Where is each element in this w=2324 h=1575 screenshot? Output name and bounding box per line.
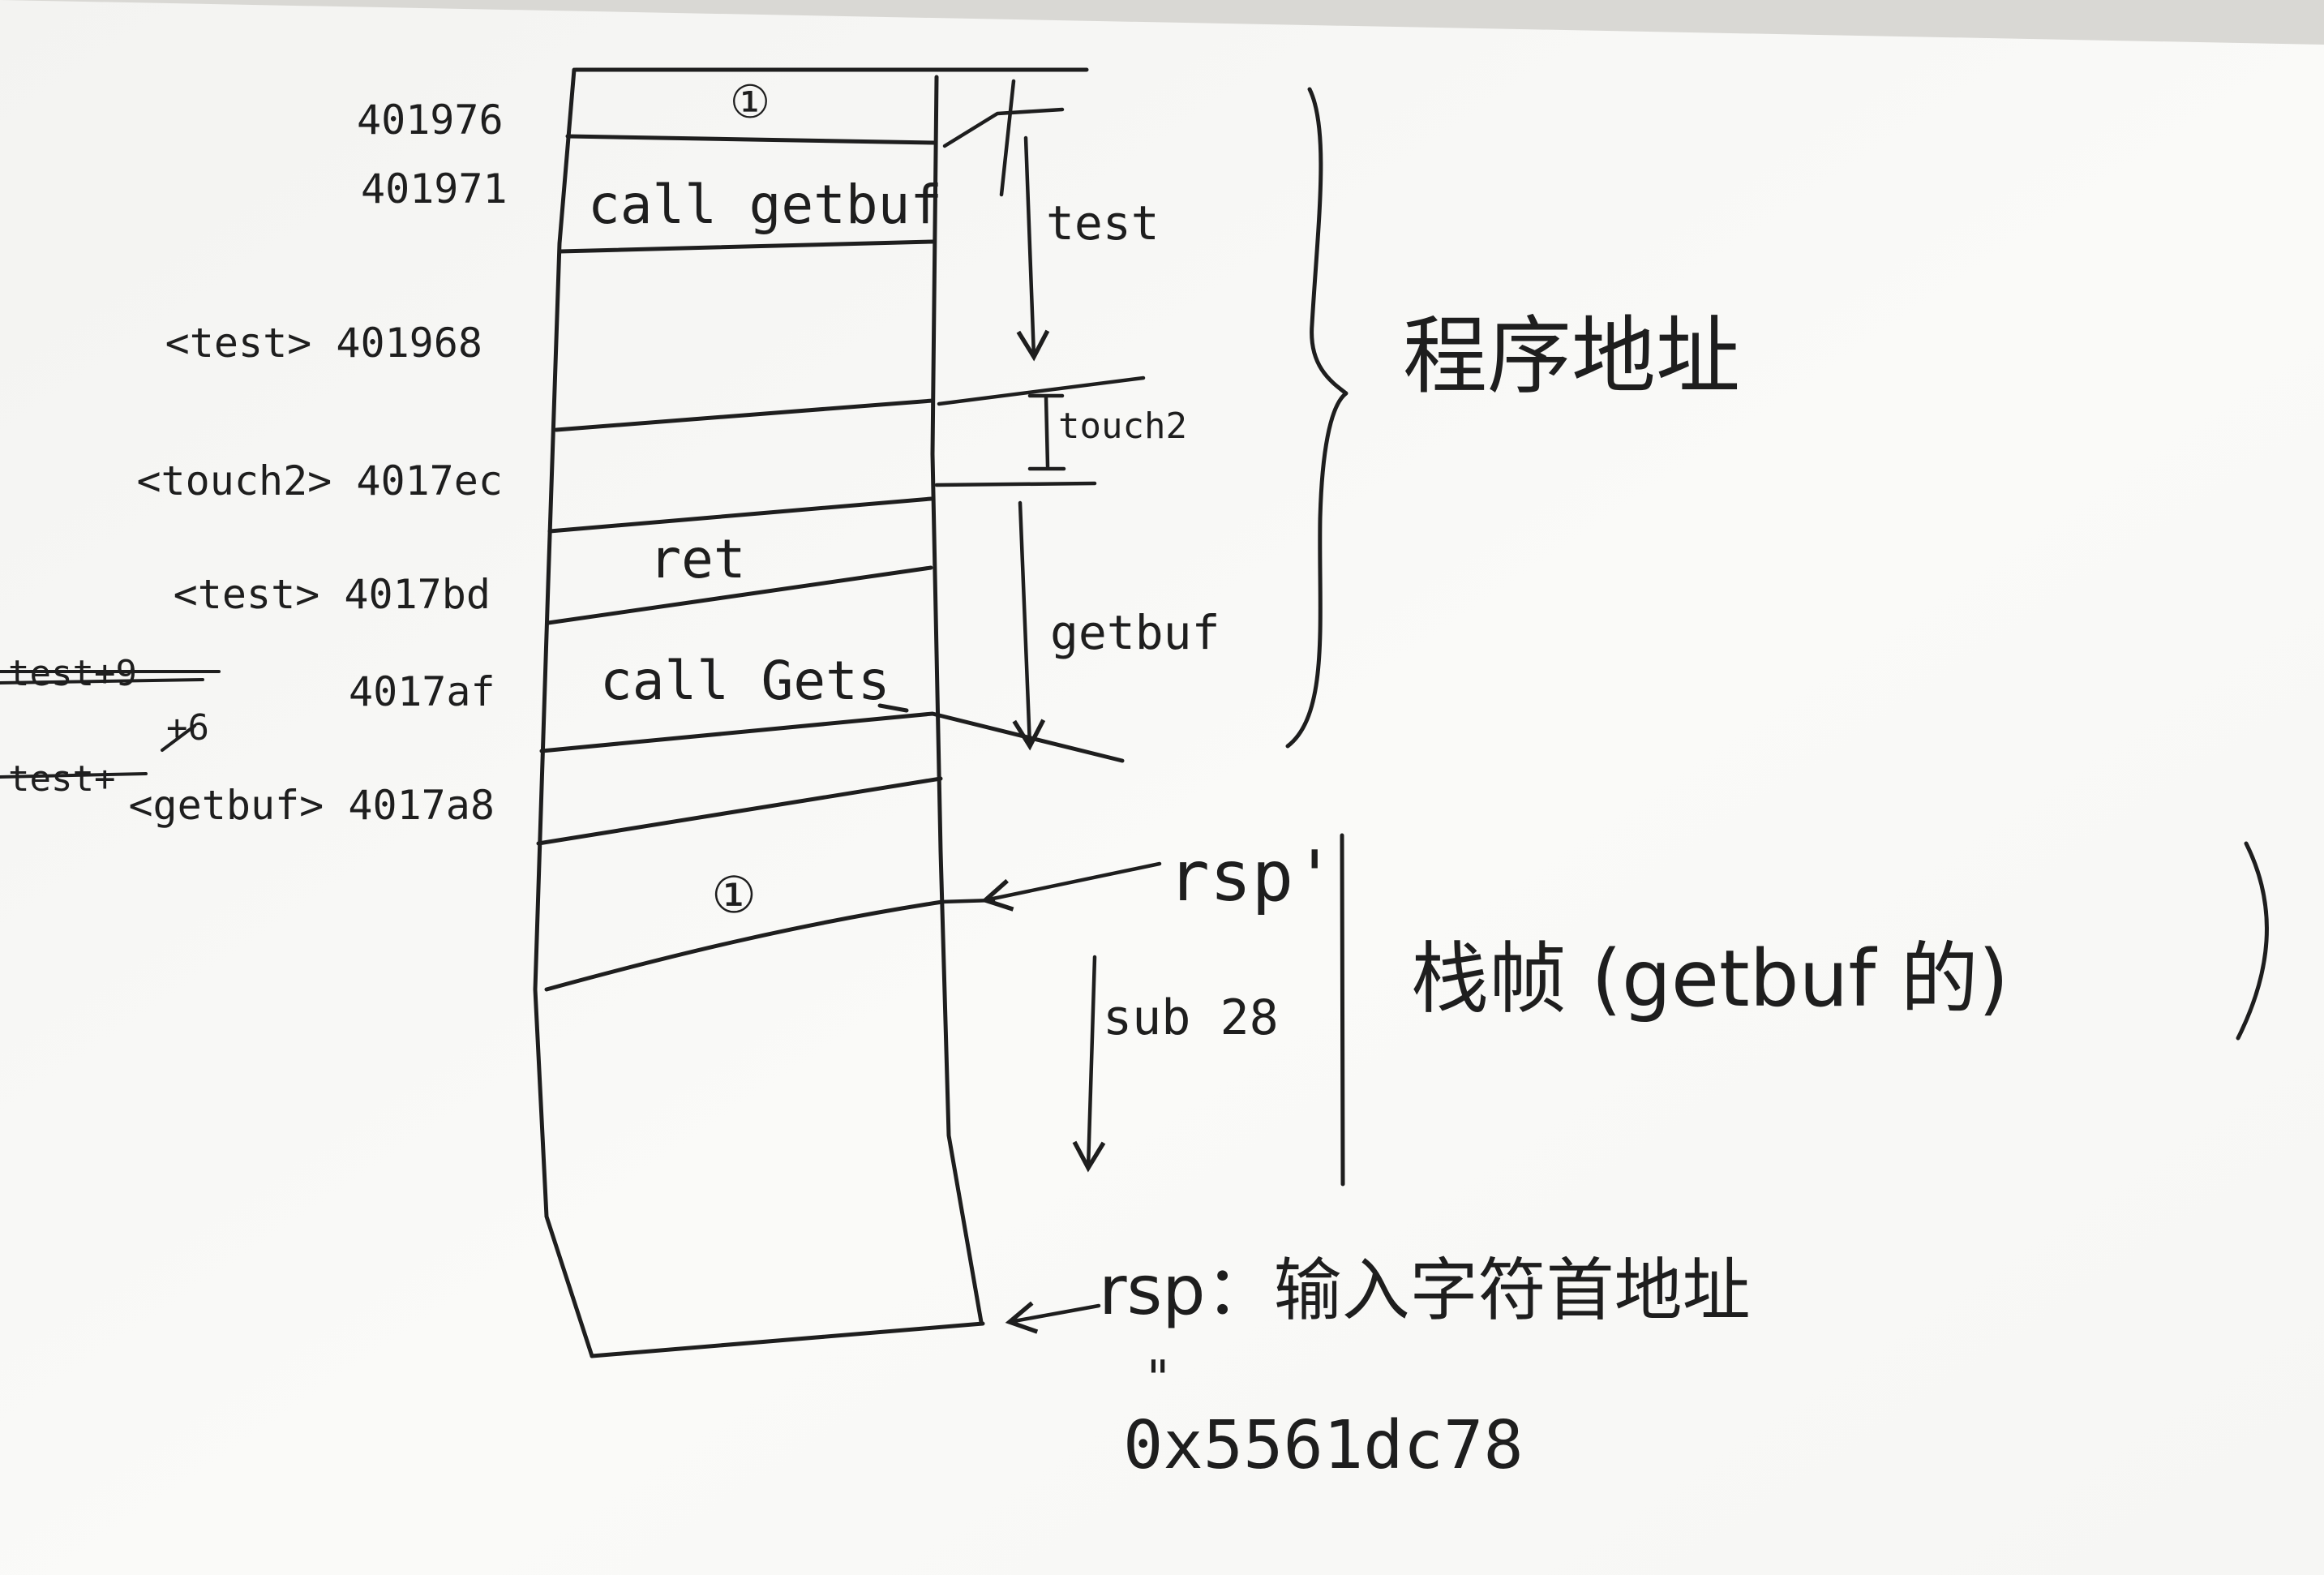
stack-top-mark: ① <box>730 76 770 129</box>
upper-brace <box>1285 87 1349 749</box>
stack-bottom-mark: ① <box>711 865 757 925</box>
touch2-top-line <box>937 376 1146 406</box>
getbuf-span-arrow <box>1012 500 1046 751</box>
address-label-4: <touch2> 4017ec <box>136 457 503 504</box>
top-tick-line <box>942 107 1065 148</box>
ditto-mark: " <box>1143 1350 1173 1407</box>
stack-slot-call-getbuf: call getbuf <box>588 174 942 236</box>
frame-label-touch2: touch2 <box>1058 406 1187 447</box>
rsp1-arrow <box>980 861 1162 912</box>
stack-line-6 <box>539 711 1125 763</box>
struck-note-1: test+9 <box>8 653 137 694</box>
frame-label-test: test <box>1046 195 1160 251</box>
stack-right-wall <box>930 75 984 1324</box>
touch2-span-ends <box>1027 393 1066 471</box>
stack-bottom-line <box>590 1321 985 1358</box>
lower-brace-bar <box>1340 833 1345 1187</box>
rsp-input-address-label: rsp：输入字符首地址 <box>1099 1251 1751 1330</box>
rsp2-arrow <box>1005 1301 1101 1334</box>
stack-line-3 <box>554 398 935 432</box>
address-label-3: <test> 401968 <box>165 320 482 367</box>
touch2-span-marker <box>1044 395 1050 469</box>
brace-label-getbuf-frame: 栈帧 (getbuf 的) <box>1411 933 2009 1024</box>
strike-line-4 <box>161 724 196 752</box>
address-label-6: 4017af <box>349 668 495 715</box>
test-arrow-top-stub <box>999 79 1016 197</box>
rsp-prime-label: rsp' <box>1168 836 1336 917</box>
braces <box>1285 87 2269 1187</box>
lower-paren-close <box>2236 841 2269 1041</box>
stack-line-7 <box>536 776 943 846</box>
struck-note-3: test+ <box>8 758 115 800</box>
touch2-bottom-line <box>934 481 1097 487</box>
address-label-5: <test> 4017bd <box>174 571 491 618</box>
stack-line-8 <box>544 899 945 992</box>
stack-left-wall <box>533 67 594 1358</box>
address-label-7: <getbuf> 4017a8 <box>128 782 495 829</box>
stack-tick <box>877 703 909 713</box>
stack-line-1 <box>565 134 937 145</box>
sub28-arrow <box>1072 955 1106 1173</box>
stack-slot-call-gets: call Gets <box>600 650 890 712</box>
test-span-arrow <box>1016 135 1050 362</box>
frame-label-getbuf: getbuf <box>1050 605 1220 660</box>
brace-label-program-address: 程序地址 <box>1403 307 1740 406</box>
stack-box <box>533 67 1125 1358</box>
frame-markers <box>934 79 1162 1334</box>
strike-line-2 <box>0 678 204 685</box>
rsp-value: 0x5561dc78 <box>1123 1407 1524 1484</box>
strike-lines <box>0 670 221 779</box>
stack-line-2 <box>557 239 935 254</box>
sub-28-label: sub 28 <box>1103 989 1279 1046</box>
stack-line-4 <box>547 496 933 534</box>
address-label-2: 401971 <box>361 165 508 212</box>
address-label-1: 401976 <box>357 97 504 144</box>
strike-line-3 <box>0 772 148 779</box>
stack-slot-ret: ret <box>649 528 745 590</box>
stack-line-5 <box>546 565 933 625</box>
